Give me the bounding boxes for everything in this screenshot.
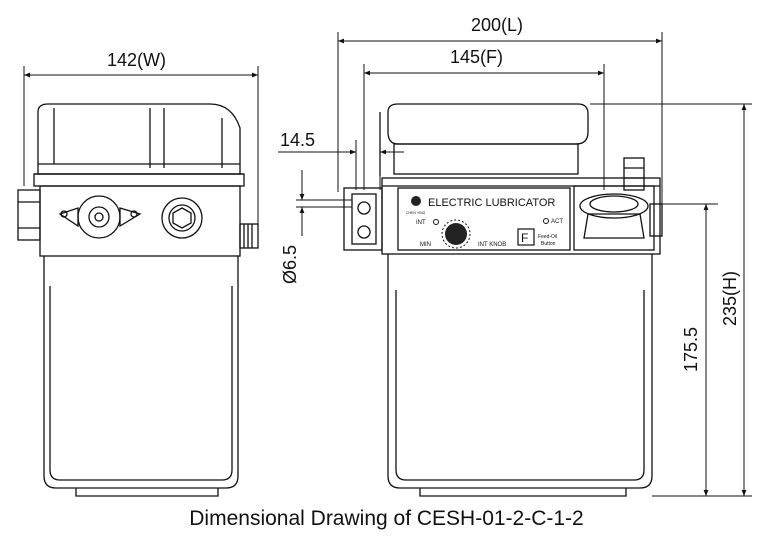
panel-feed-label-2: Button [541,241,556,247]
dim-mount-height-label: 175.5 [681,327,701,372]
panel-feed-label-1: Feed-Oil [538,234,557,240]
dim-depth-label: 14.5 [280,130,315,150]
panel-min-label: MIN [420,242,431,248]
dimension-lines [23,32,752,497]
panel-int-label: INT [416,220,426,226]
dim-f-label: 145(F) [450,47,503,67]
dim-hole-label: Ø6.5 [280,245,300,284]
dim-height-label: 235(H) [720,271,740,326]
panel-knob-label: INT KNOB [478,242,506,248]
front-view [343,103,663,497]
panel-f-button: F [521,231,528,245]
panel-act-label: ACT [551,219,563,225]
drawing-caption: Dimensional Drawing of CESH-01-2-C-1-2 [189,507,584,530]
int-knob [411,196,549,249]
dim-width-label: 142(W) [107,50,166,70]
panel-title: ELECTRIC LUBRICATOR [428,197,555,209]
panel-logo-text: CHEN YING [406,211,426,215]
dim-length-label: 200(L) [471,15,523,35]
side-view [17,103,259,497]
